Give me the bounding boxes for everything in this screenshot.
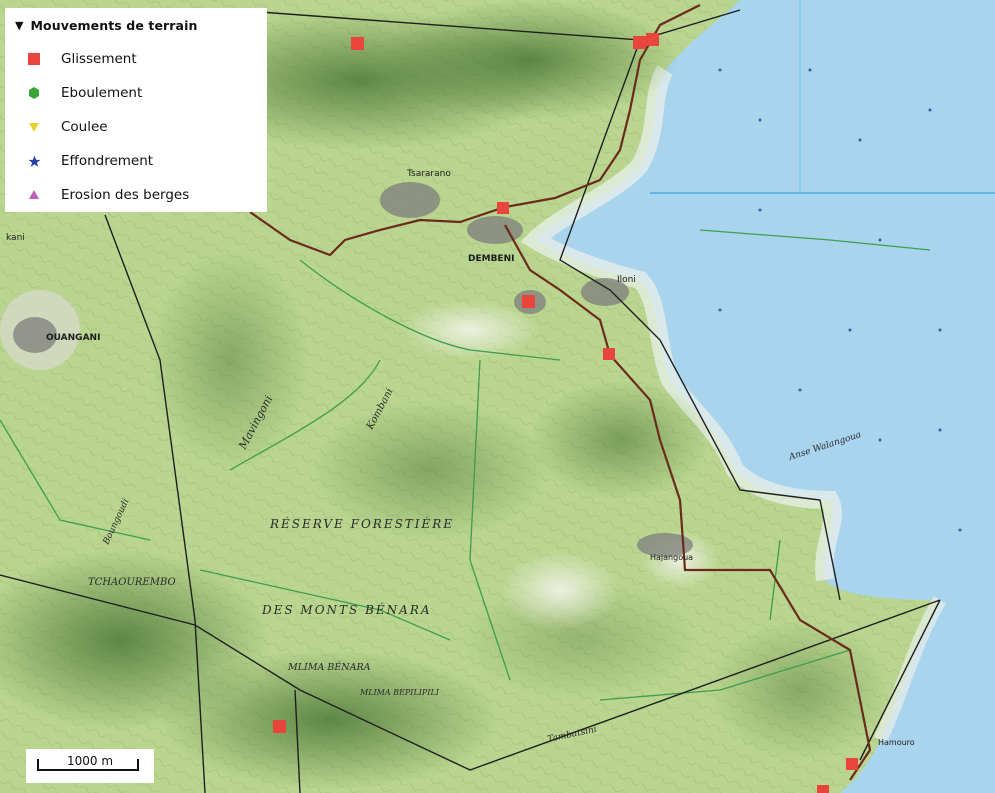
sea-markers <box>718 68 962 532</box>
caret-down-icon[interactable]: ▼ <box>15 19 24 32</box>
landslide-marker[interactable] <box>522 295 535 308</box>
scale-tick-right <box>137 759 139 771</box>
place-label-ouangani: OUANGANI <box>46 333 100 343</box>
built-up-areas <box>13 182 693 557</box>
place-label-hamouro: Hamouro <box>878 738 915 747</box>
landslide-marker[interactable] <box>646 33 659 46</box>
place-label-reserve: RÉSERVE FORESTIÈRE <box>269 516 454 531</box>
place-label-kani: kani <box>6 233 25 243</box>
place-label-tsararano: Tsararano <box>406 169 451 179</box>
place-label-tchaourembo: TCHAOUREMBO <box>88 577 176 588</box>
legend-label: Glissement <box>61 51 137 67</box>
legend-label: Erosion des berges <box>61 187 190 203</box>
legend-header[interactable]: ▼ Mouvements de terrain <box>15 18 197 33</box>
scale-label: 1000 m <box>66 754 114 768</box>
square-icon <box>27 52 41 66</box>
triangle-up-icon <box>27 188 41 202</box>
legend-item-glissement: Glissement <box>27 51 137 67</box>
hexagon-icon <box>27 86 41 100</box>
place-label-mlima-bepilipili: MLIMA BEPILIPILI <box>359 688 440 697</box>
legend-item-eboulement: Eboulement <box>27 85 142 101</box>
scale-bar: 1000 m <box>26 749 154 783</box>
legend-label: Coulee <box>61 119 108 135</box>
landslide-marker[interactable] <box>273 720 286 733</box>
place-label-hajangoua: Hajangoua <box>650 553 693 562</box>
boundary-lines <box>0 9 941 793</box>
landslide-marker[interactable] <box>633 36 646 49</box>
star-icon <box>27 154 41 168</box>
scale-line <box>37 769 139 771</box>
place-label-mlima-benara: MLIMA BÉNARA <box>287 661 371 673</box>
legend-title: Mouvements de terrain <box>30 18 198 33</box>
landslide-marker[interactable] <box>817 785 829 793</box>
landslide-markers[interactable] <box>273 33 858 793</box>
legend-label: Effondrement <box>61 153 154 169</box>
legend-label: Eboulement <box>61 85 143 101</box>
landslide-marker[interactable] <box>846 758 858 770</box>
landslide-marker[interactable] <box>497 202 509 214</box>
scale-tick-left <box>37 759 39 771</box>
legend-item-coulee: Coulee <box>27 119 108 135</box>
place-label-monts: DES MONTS BÉNARA <box>261 602 432 617</box>
map-legend: ▼ Mouvements de terrain Glissement Eboul… <box>5 8 267 212</box>
landslide-marker[interactable] <box>351 37 364 50</box>
landslide-marker[interactable] <box>603 348 615 360</box>
place-label-iloni: Iloni <box>617 275 636 285</box>
legend-item-erosion: Erosion des berges <box>27 187 189 203</box>
legend-item-effondrement: Effondrement <box>27 153 153 169</box>
place-label-dembeni: DEMBENI <box>468 254 514 264</box>
triangle-down-icon <box>27 120 41 134</box>
